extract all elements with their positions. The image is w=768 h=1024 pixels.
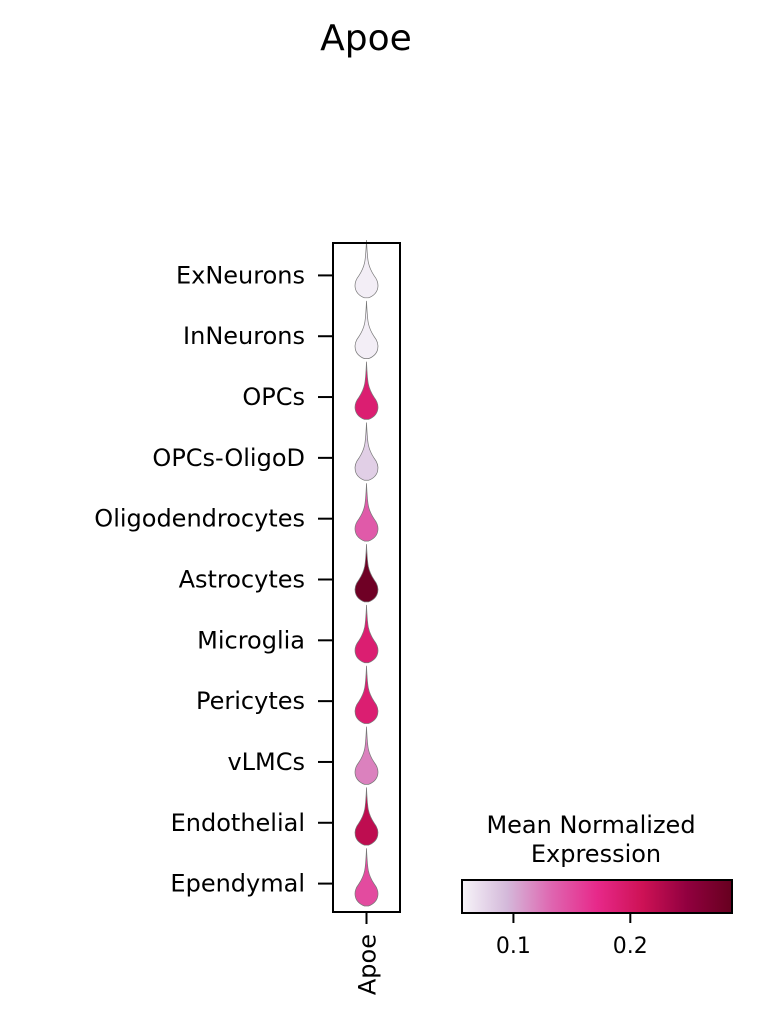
violin-ependymal xyxy=(354,848,379,907)
colorbar-ticks: 0.1 0.2 xyxy=(496,913,648,959)
y-tick-label: vLMCs xyxy=(227,748,305,776)
y-tick-label: Astrocytes xyxy=(179,566,305,594)
violin-inneurons xyxy=(354,300,379,359)
y-tick-label: InNeurons xyxy=(183,322,305,350)
violin-exneurons xyxy=(354,240,379,299)
violin-opcs-oligod xyxy=(354,422,379,481)
violins-layer xyxy=(354,240,379,907)
y-tick-label: Microglia xyxy=(197,626,305,654)
y-tick-label: Pericytes xyxy=(196,687,305,715)
colorbar-title-line-2: Expression xyxy=(531,840,661,868)
colorbar-tick-label: 0.2 xyxy=(613,934,648,959)
violin-vlmcs xyxy=(354,726,379,785)
violin-oligodendrocytes xyxy=(354,483,379,542)
violin-opcs xyxy=(354,361,379,420)
colorbar-gradient xyxy=(461,879,733,914)
violin-microglia xyxy=(354,604,379,664)
x-axis-labels: Apoe xyxy=(354,912,382,995)
y-tick-label: Endothelial xyxy=(171,809,305,837)
y-tick-label: Oligodendrocytes xyxy=(94,505,305,533)
violin-pericytes xyxy=(354,665,379,724)
y-tick-label: OPCs-OligoD xyxy=(152,444,305,472)
y-tick-label: Ependymal xyxy=(170,870,305,898)
y-tick-label: OPCs xyxy=(242,383,305,411)
colorbar-title-line-1: Mean Normalized xyxy=(486,811,695,839)
violin-astrocytes xyxy=(354,544,379,603)
x-tick-label: Apoe xyxy=(354,934,382,995)
violin-endothelial xyxy=(354,787,379,846)
colorbar-tick-label: 0.1 xyxy=(496,934,531,959)
colorbar: Mean Normalized Expression 0.1 0.2 xyxy=(461,811,733,959)
y-tick-label: ExNeurons xyxy=(176,261,305,289)
chart-title: Apoe xyxy=(320,18,412,59)
